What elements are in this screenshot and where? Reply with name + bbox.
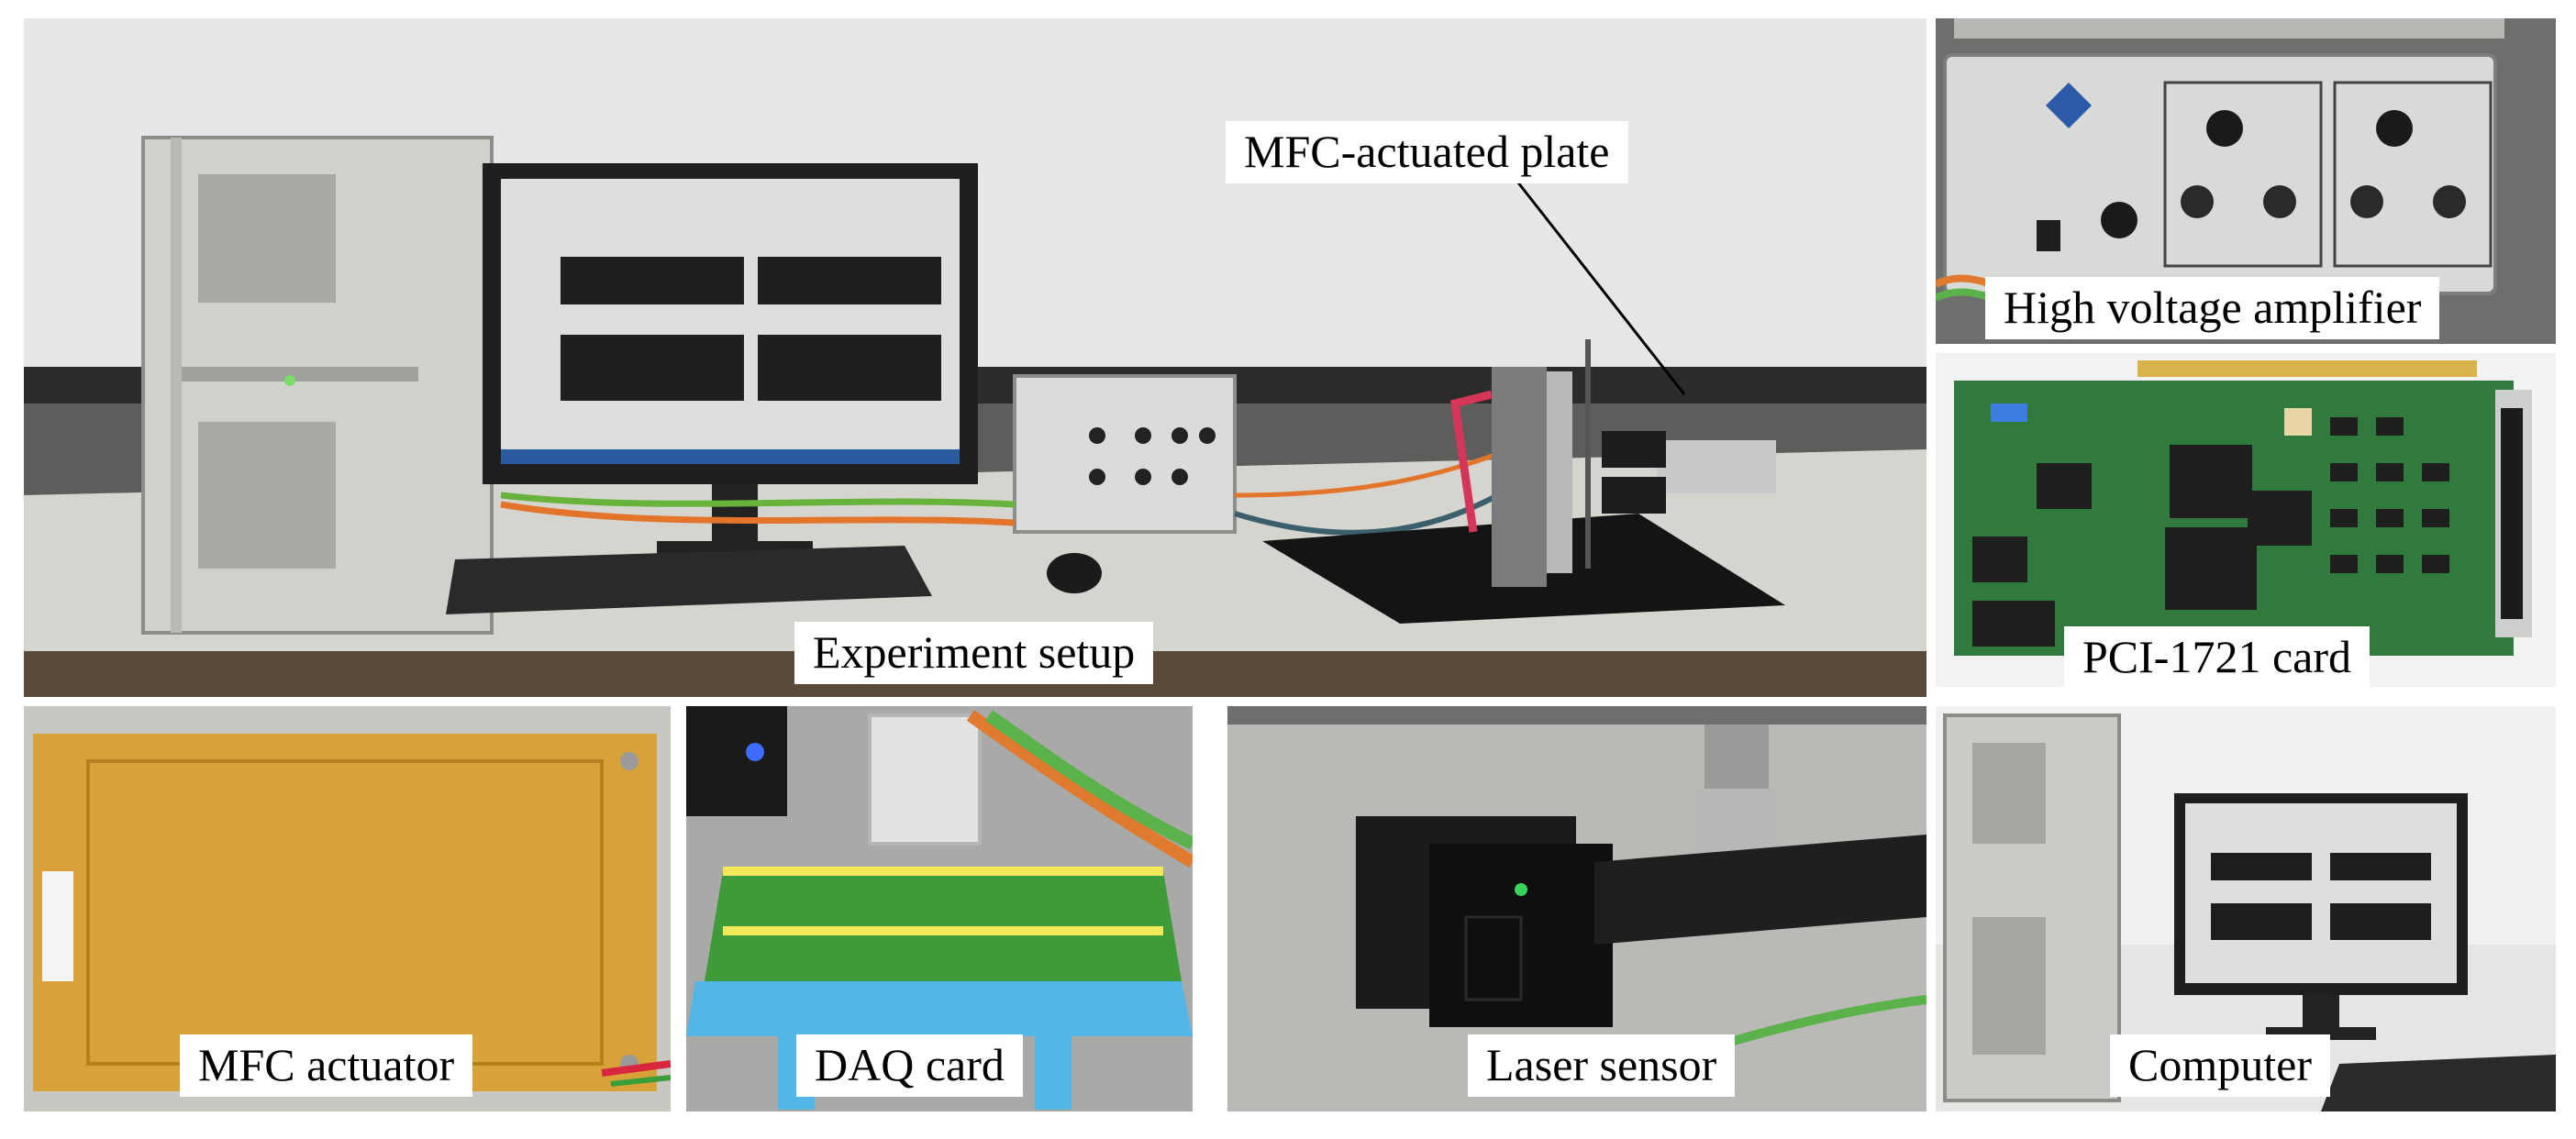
daq-card-photo: DAQ card: [686, 706, 1193, 1111]
experiment-setup-photo: MFC-actuated plate Experiment setup: [24, 18, 1926, 697]
computer-photo: Computer: [1936, 706, 2556, 1111]
experiment-setup-illustration: [24, 18, 1926, 697]
pci-1721-card-label: PCI-1721 card: [2064, 626, 2370, 687]
daq-card-label: DAQ card: [796, 1034, 1023, 1097]
computer-illustration: [1936, 706, 2556, 1111]
high-voltage-amplifier-label: High voltage amplifier: [1985, 277, 2440, 339]
laser-sensor-photo: Laser sensor: [1227, 706, 1926, 1111]
pci-card-photo: PCI-1721 card: [1936, 353, 2556, 687]
mfc-actuator-illustration: [24, 706, 671, 1111]
daq-card-illustration: [686, 706, 1193, 1111]
computer-label: Computer: [2110, 1034, 2330, 1097]
mfc-actuated-plate-callout: MFC-actuated plate: [1226, 121, 1628, 183]
mfc-actuator-photo: MFC actuator: [24, 706, 671, 1111]
laser-sensor-label: Laser sensor: [1468, 1034, 1736, 1097]
amplifier-photo: High voltage amplifier: [1936, 18, 2556, 344]
mfc-actuator-label: MFC actuator: [180, 1034, 473, 1097]
experiment-setup-label: Experiment setup: [794, 622, 1154, 684]
